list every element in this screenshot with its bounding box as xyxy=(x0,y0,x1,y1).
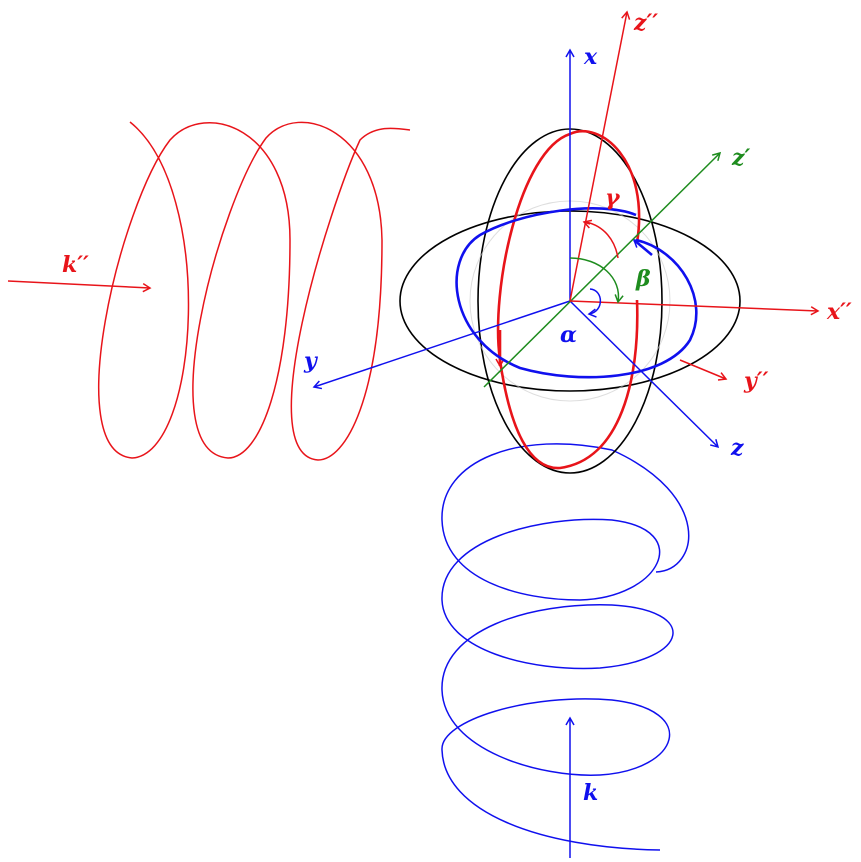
k-double-prime-arrow xyxy=(7,280,152,293)
beta-arc xyxy=(569,257,624,304)
z-double-prime-axis xyxy=(569,10,631,302)
x-double-prime-axis xyxy=(569,300,820,316)
z-prime-axis xyxy=(483,151,722,388)
x-double-prime-label: x′′ xyxy=(826,299,852,325)
z-axis xyxy=(569,300,720,449)
alpha-label: α xyxy=(560,322,577,348)
y-double-prime-axis xyxy=(679,359,728,381)
k-double-prime-label: k′′ xyxy=(62,252,89,278)
gamma-label: γ xyxy=(605,185,621,211)
gamma-arc xyxy=(585,221,619,259)
z-label: z xyxy=(730,435,744,461)
z-double-prime-label: z′′ xyxy=(633,10,658,36)
y-axis xyxy=(312,300,571,390)
z-prime-label: z′ xyxy=(731,145,750,171)
blue-helix xyxy=(441,443,690,851)
y-double-prime-label: y′′ xyxy=(743,368,769,394)
gamma-arc-arrow xyxy=(582,219,593,229)
beta-label: β xyxy=(635,266,651,292)
blue-rotated-ellipse xyxy=(455,207,698,379)
red-helix xyxy=(97,121,411,461)
y-label: y xyxy=(303,348,319,374)
k-label: k xyxy=(583,780,598,806)
x-label: x xyxy=(583,44,598,70)
blue-ellipse-arrow xyxy=(632,239,653,256)
alpha-arc xyxy=(587,288,602,318)
